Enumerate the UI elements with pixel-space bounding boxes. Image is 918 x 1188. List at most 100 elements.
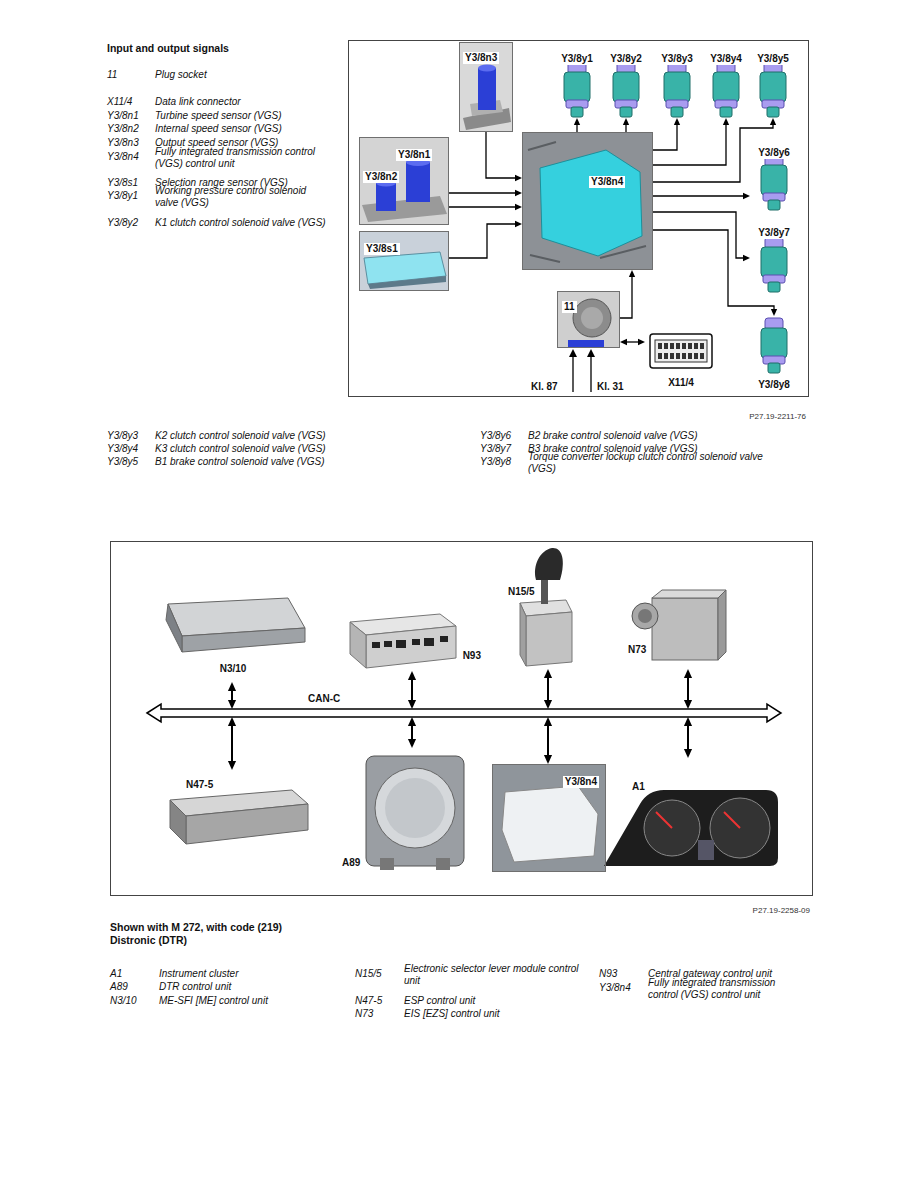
instrument-cluster xyxy=(604,790,778,866)
connector-line xyxy=(653,195,743,196)
text-slot: N93 xyxy=(599,963,617,981)
part-label: Y3/8y2 xyxy=(608,53,644,65)
text-slot: Y3/8y6 xyxy=(480,425,511,443)
key-slot-inner xyxy=(638,609,652,623)
text-slot: CAN-C xyxy=(306,688,342,706)
solenoid-valve: Y3/8y8 xyxy=(750,316,798,394)
connector xyxy=(620,339,645,345)
text-slot: Y3/8y2 xyxy=(107,212,138,230)
connector-line xyxy=(547,678,549,700)
ground-arrow xyxy=(590,356,591,392)
ignition-unit-side xyxy=(718,590,726,660)
connector xyxy=(408,671,416,709)
radar-lens xyxy=(375,768,455,848)
connector-line xyxy=(653,125,726,165)
connector xyxy=(486,132,522,181)
gateway-side xyxy=(350,622,366,668)
connector-line xyxy=(547,726,549,755)
arrowhead xyxy=(674,118,680,125)
arrowhead xyxy=(684,749,692,758)
part-label: Y3/8y7 xyxy=(756,227,792,239)
text-slot: N73 xyxy=(626,639,648,657)
text-slot: Y3/8y3 xyxy=(654,48,700,66)
text-slot: Kl. 87 xyxy=(531,376,558,394)
solenoid-valve xyxy=(664,62,690,117)
part-label: X11/4 xyxy=(666,377,696,389)
part-label: Y3/8y1 xyxy=(559,53,595,65)
key-text: Instrument cluster xyxy=(159,968,238,980)
callout-code: N15/5 xyxy=(355,968,382,980)
connector-line xyxy=(231,691,233,700)
connector-line xyxy=(576,125,577,132)
callout-code: N73 xyxy=(355,1008,373,1020)
text-slot: Y3/8n4 xyxy=(107,146,139,164)
text-slot: Electronic selector lever module control… xyxy=(404,963,584,988)
key-text: B1 brake control solenoid valve (VGS) xyxy=(155,456,325,468)
text-slot: A89 xyxy=(340,852,362,870)
arrowhead xyxy=(544,717,552,726)
text-slot: Y3/8s1 xyxy=(364,238,400,256)
callout-code: A89 xyxy=(110,981,128,993)
plug-socket-photo: 11 xyxy=(557,291,620,348)
arrowhead xyxy=(544,755,552,764)
key-text: B2 brake control solenoid valve (VGS) xyxy=(528,430,698,442)
solenoid-valve: Y3/8y4 xyxy=(703,46,749,118)
arrowhead xyxy=(771,309,777,316)
figure-frame xyxy=(111,542,813,896)
connector-line xyxy=(687,678,689,700)
ignition-unit-top xyxy=(652,590,726,598)
callout-code: Y3/8y6 xyxy=(480,430,511,442)
plug-socket-inner xyxy=(581,307,603,329)
selector-lever-picture: N15/5 xyxy=(504,545,582,669)
arrowhead xyxy=(743,193,750,199)
arrowhead xyxy=(723,118,729,125)
connector xyxy=(653,118,680,150)
arrowhead xyxy=(770,118,776,125)
text-slot: X11/4 xyxy=(107,91,132,109)
connector-line xyxy=(653,230,774,309)
callout-code: Y3/8n4 xyxy=(599,982,631,994)
control-unit-cover xyxy=(502,786,598,862)
photo-ground xyxy=(459,42,513,132)
text-slot: N3/10 xyxy=(110,990,137,1008)
key-text: Torque converter lockup clutch control s… xyxy=(528,451,793,475)
text-slot: Y3/8s1 xyxy=(107,172,138,190)
text-slot: P27.19-2258-09 xyxy=(753,899,810,917)
esp-front xyxy=(186,804,308,844)
text-slot: P27.19-2211-76 xyxy=(749,405,806,423)
arrowhead xyxy=(544,669,552,678)
arrowhead xyxy=(228,682,236,691)
connector xyxy=(684,717,692,758)
port xyxy=(440,636,448,642)
bus-arrow xyxy=(147,709,781,717)
sensor-photo: Y3/8n3 xyxy=(459,42,513,132)
arrowhead xyxy=(515,190,522,196)
esp-side xyxy=(170,800,186,844)
part-label: 11 xyxy=(562,301,577,313)
text-slot: Y3/8n1 xyxy=(107,105,139,123)
connector-line xyxy=(625,125,626,132)
key-text: Fully integrated transmission control (V… xyxy=(648,977,803,1001)
control-unit-picture: A89 xyxy=(338,748,468,874)
connector xyxy=(228,682,236,709)
arrowhead xyxy=(587,349,595,357)
key-text: Internal speed sensor (VGS) xyxy=(155,123,282,135)
arrowhead xyxy=(408,671,416,680)
connector-line xyxy=(627,341,638,342)
connector-line xyxy=(411,726,413,739)
solenoid-valve: Y3/8y1 xyxy=(554,46,600,118)
solenoid-valve: Y3/8y6 xyxy=(750,140,798,212)
bus-arrow-outline xyxy=(147,704,781,722)
key-text: EIS [EZS] control unit xyxy=(404,1008,500,1020)
text-slot: Plug socket xyxy=(155,64,330,82)
port xyxy=(424,638,434,646)
text-slot: Y3/8y5 xyxy=(750,48,796,66)
ignition-unit xyxy=(652,598,718,660)
callout-code: Y3/8n2 xyxy=(107,123,139,135)
sensor-plate xyxy=(362,196,447,222)
valve-body xyxy=(492,764,606,872)
connector-pins xyxy=(658,343,704,359)
connector xyxy=(684,669,692,709)
control-unit-picture: N47-5 xyxy=(160,770,310,850)
